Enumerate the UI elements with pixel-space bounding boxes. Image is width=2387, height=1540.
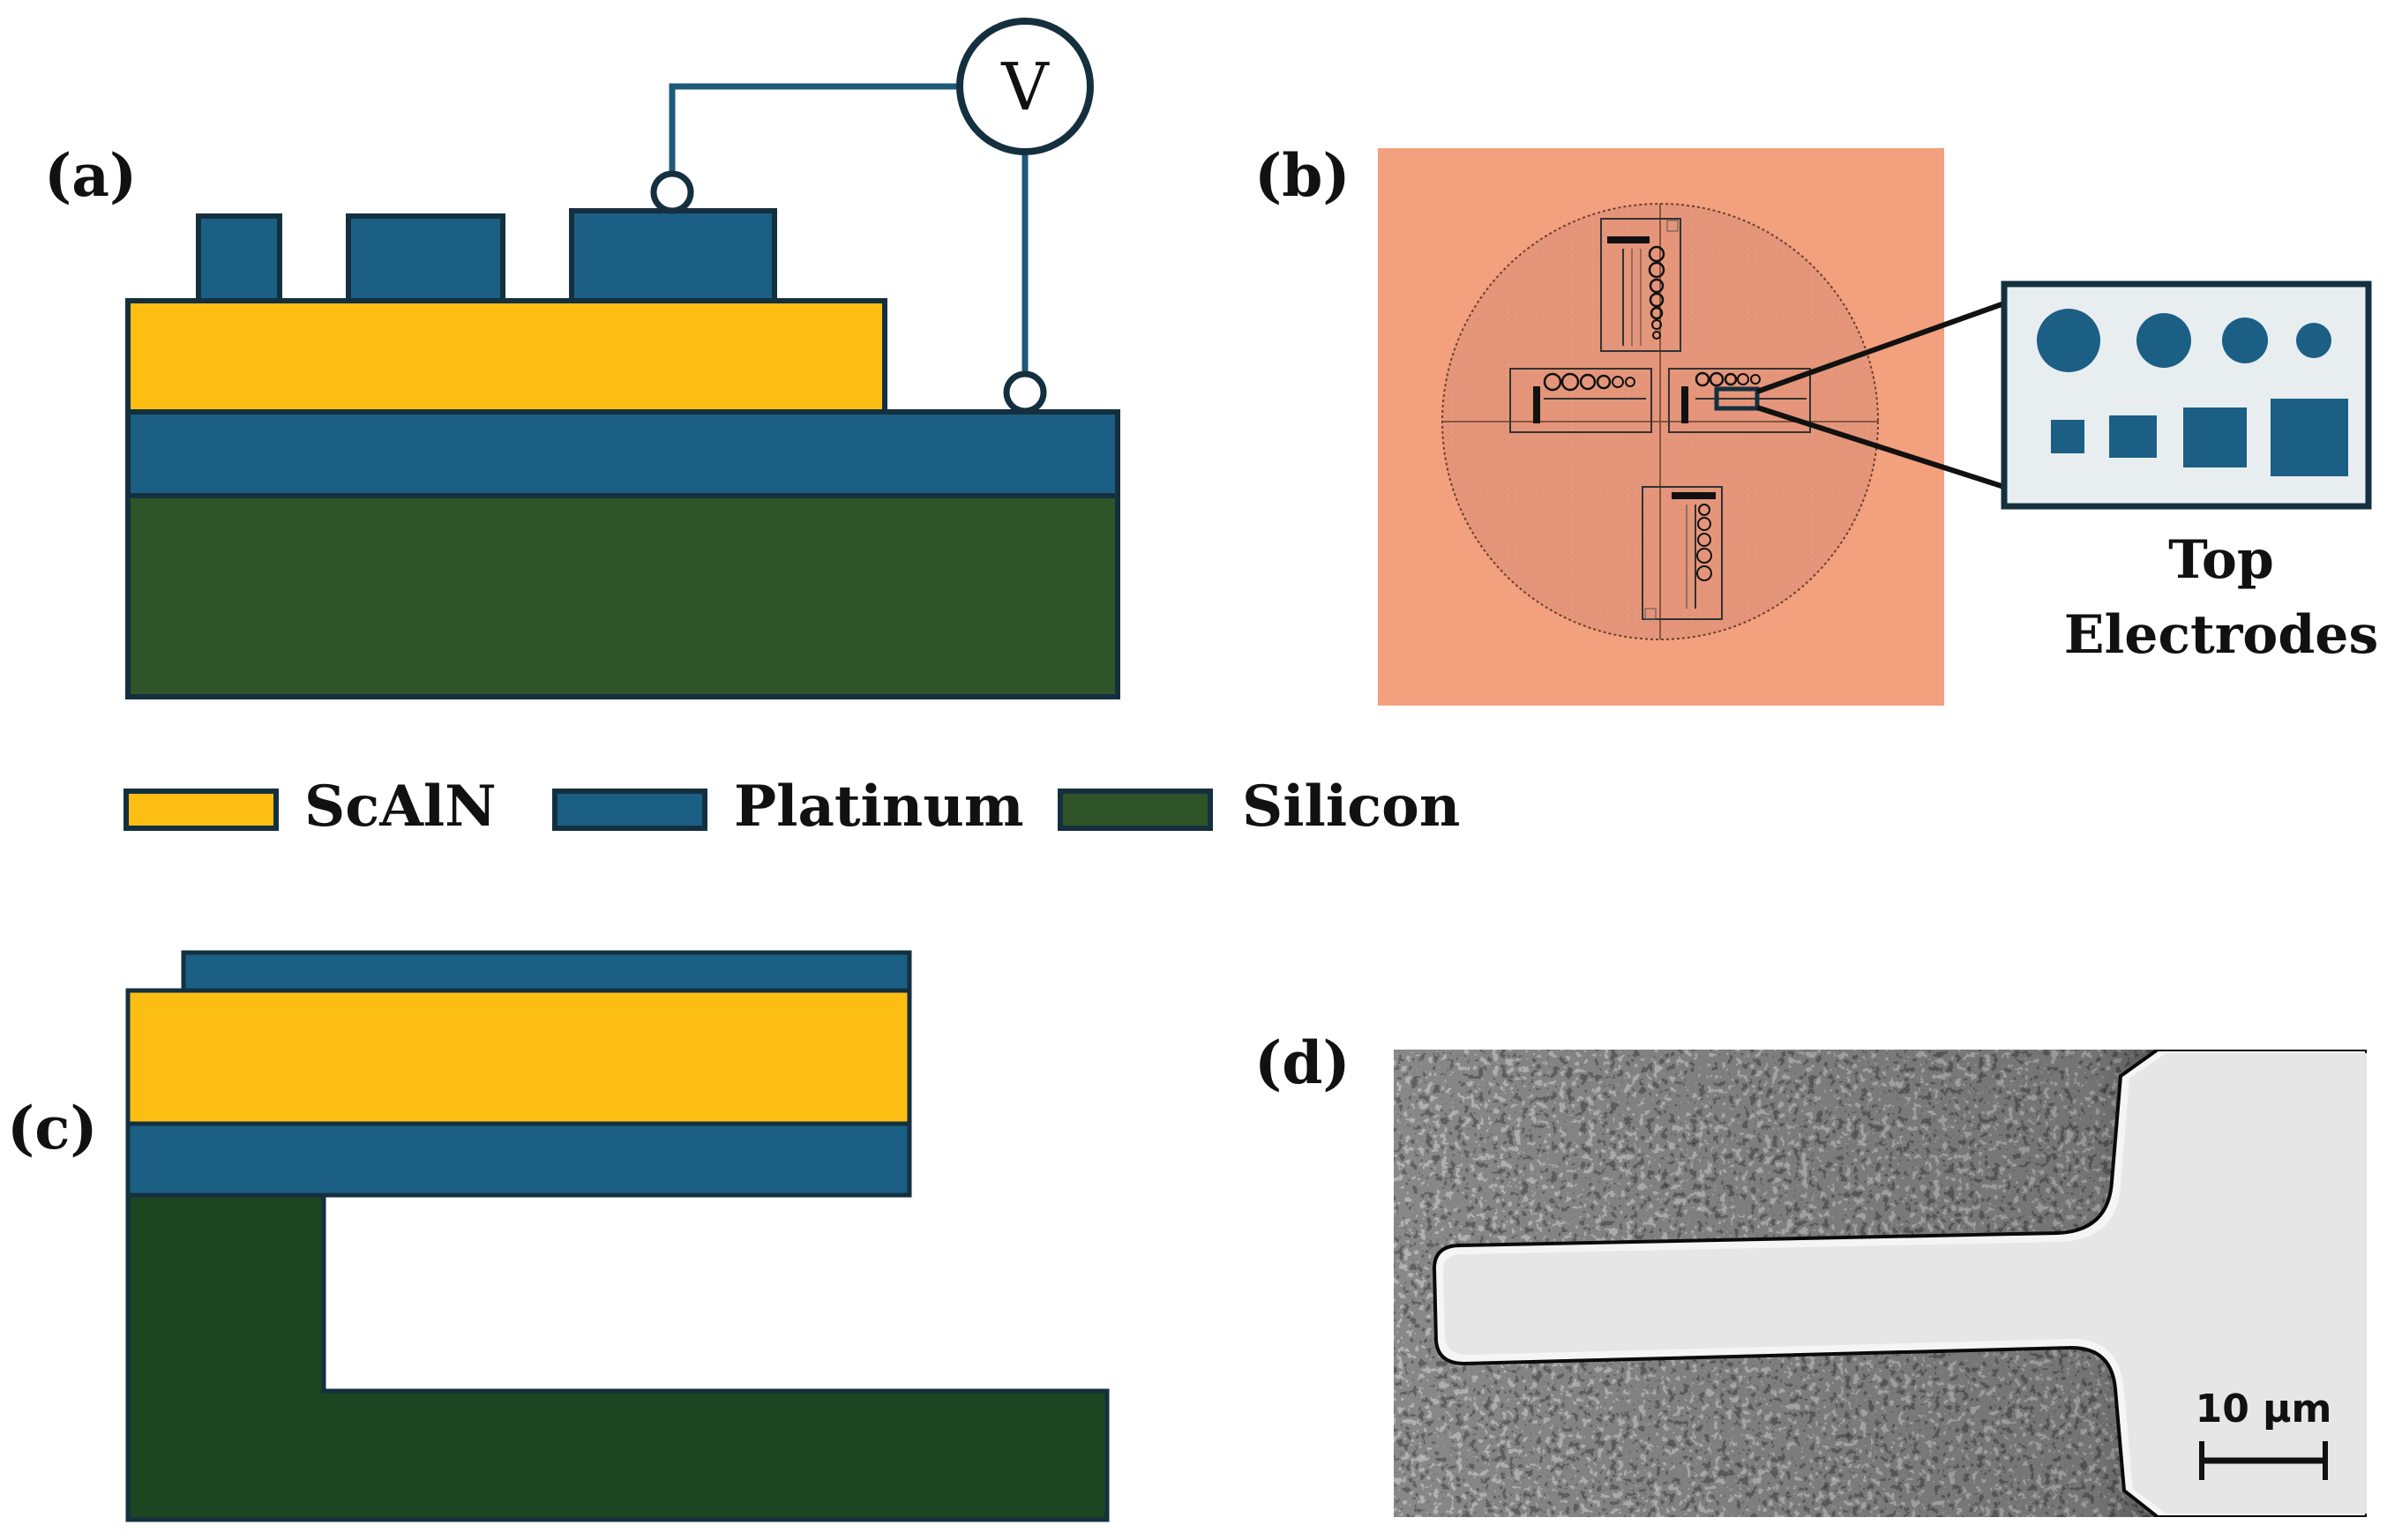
sem-cantilever-beam	[1443, 1053, 2367, 1514]
voltmeter-wire-left	[669, 83, 970, 192]
square-electrode-icon	[2271, 399, 2348, 476]
die-top	[1600, 218, 1681, 352]
die-bottom	[1642, 486, 1723, 620]
panel-a: (a) V	[44, 18, 1120, 699]
legend-swatch-scaln	[123, 789, 279, 831]
probe-contact-bottom	[1003, 370, 1047, 415]
silicon-substrate	[125, 493, 1120, 699]
square-electrode-icon	[2109, 415, 2157, 458]
circle-electrode-icon	[2136, 313, 2191, 368]
top-electrode-small	[196, 213, 282, 303]
legend-swatch-platinum	[552, 789, 707, 831]
cantilever-top-platinum	[181, 950, 912, 993]
silicon-substrate-undercut	[125, 1192, 1110, 1522]
circle-electrode-icon	[2222, 318, 2268, 363]
inset-caption-line2: Electrodes	[2064, 604, 2378, 666]
cantilever-scaln	[125, 988, 912, 1126]
die-left	[1509, 368, 1652, 433]
scale-bar-label: 10 μm	[2196, 1387, 2332, 1432]
zoom-line-bottom	[1756, 405, 2005, 490]
panel-c: (c)	[7, 950, 1110, 1522]
cantilever-bottom-platinum	[125, 1121, 912, 1198]
zoom-line-top	[1755, 301, 2006, 394]
scaln-layer	[125, 298, 887, 415]
square-electrode-icon	[2051, 420, 2084, 453]
square-electrode-icon	[2183, 407, 2247, 467]
legend-label-platinum: Platinum	[734, 774, 1024, 840]
panel-d: (d) 10 μm	[1254, 1028, 2367, 1517]
panel-b: (b)	[1254, 141, 2378, 706]
probe-contact-top	[650, 170, 694, 214]
circle-electrode-icon	[2037, 309, 2100, 372]
circle-electrode-icon	[2296, 323, 2331, 358]
panel-b-label: (b)	[1254, 141, 1351, 210]
zoom-highlight-box	[1714, 386, 1760, 411]
voltmeter-symbol: V	[1000, 49, 1050, 125]
legend-label-silicon: Silicon	[1242, 774, 1460, 840]
top-electrode-medium	[346, 213, 505, 303]
sem-image	[1394, 1050, 2367, 1517]
panel-a-label: (a)	[44, 141, 137, 210]
bottom-electrode-platinum	[125, 409, 1120, 498]
die-right	[1668, 368, 1811, 433]
legend: ScAlN Platinum Silicon	[123, 774, 1460, 840]
inset-caption-line1: Top	[2168, 529, 2274, 591]
legend-label-scaln: ScAlN	[304, 774, 497, 840]
voltmeter-icon	[956, 18, 1094, 155]
panel-c-label: (c)	[7, 1094, 98, 1162]
panel-d-label: (d)	[1254, 1028, 1351, 1097]
top-electrode-large	[569, 208, 777, 303]
legend-swatch-silicon	[1058, 789, 1213, 831]
